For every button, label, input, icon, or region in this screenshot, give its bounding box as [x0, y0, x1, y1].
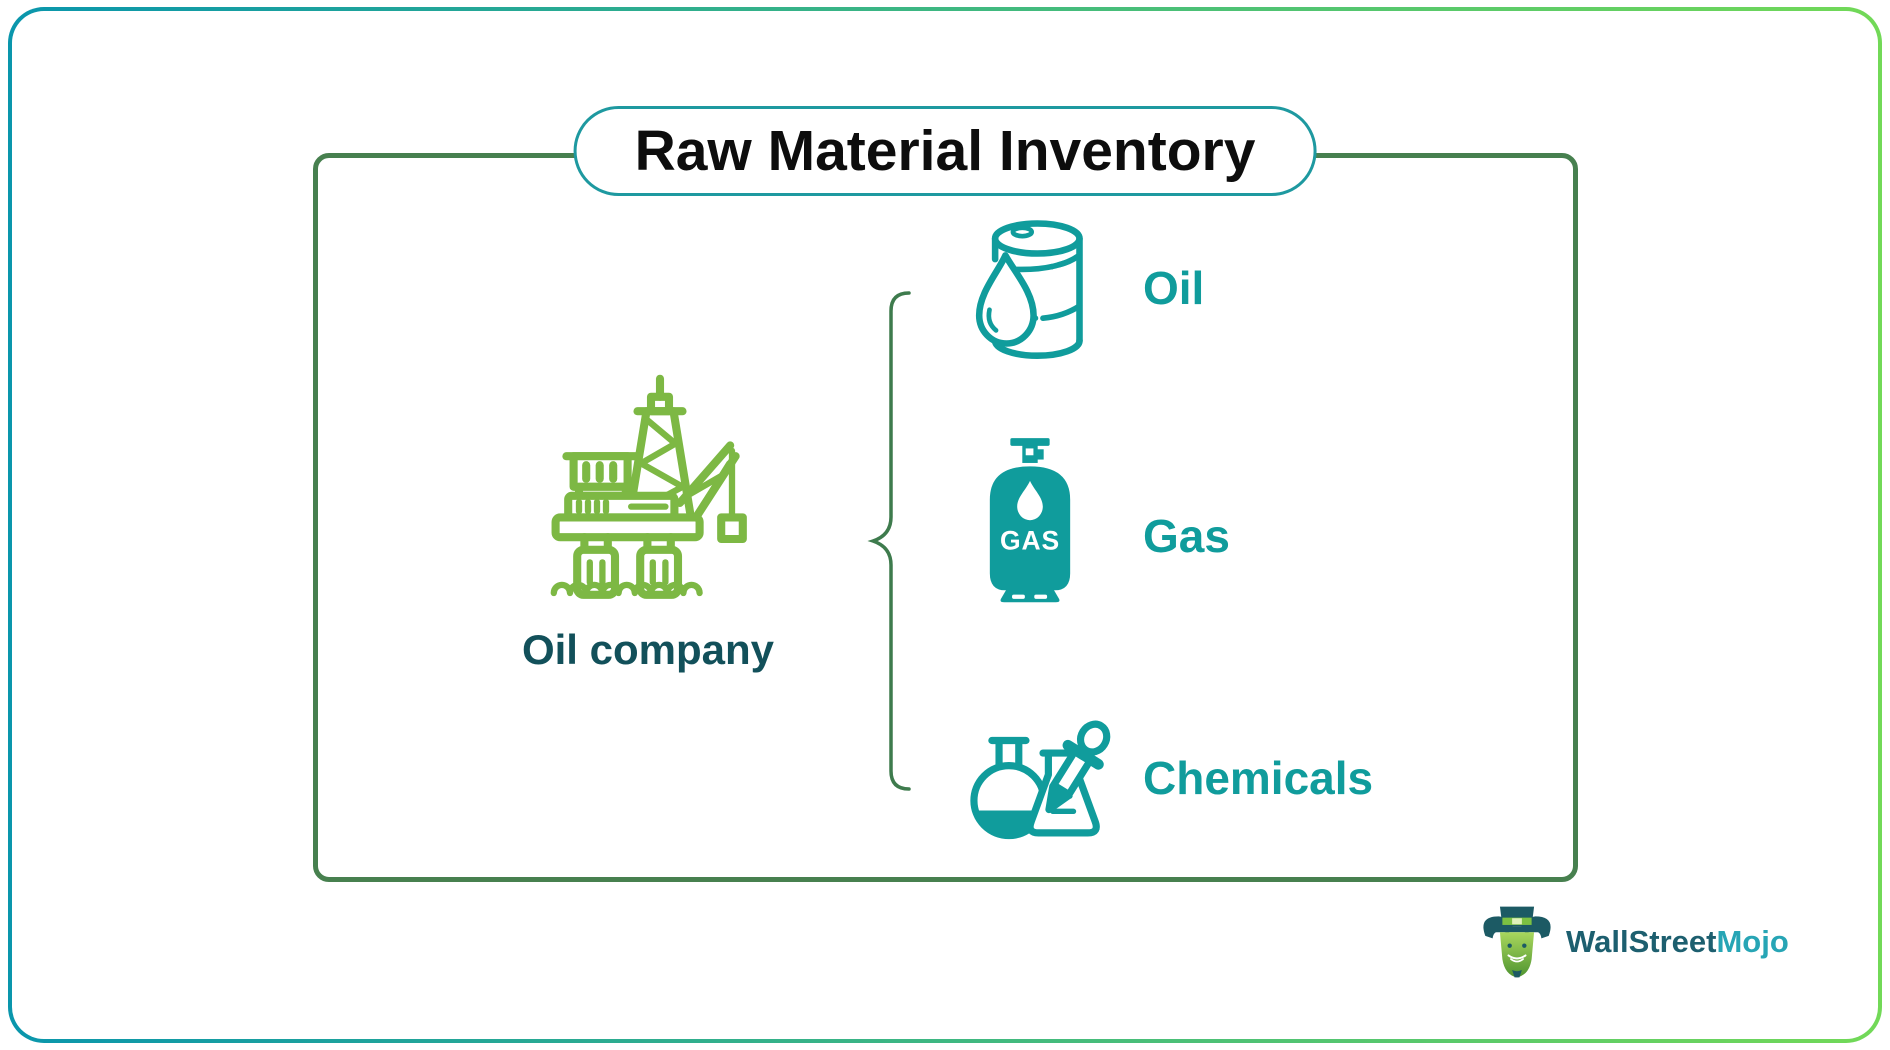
material-label-chemicals: Chemicals	[1143, 752, 1374, 804]
title-pill: Raw Material Inventory	[573, 106, 1317, 196]
oil-barrel-icon	[975, 220, 1083, 359]
wallstreetmojo-wordmark: WallStreetMojo	[1566, 924, 1789, 960]
material-label-gas: Gas	[1143, 510, 1230, 562]
curly-brace	[867, 291, 911, 791]
oil-company-label: Oil company	[521, 626, 775, 673]
gas-icon-text: GAS	[1000, 525, 1060, 555]
oil-rig-icon	[550, 374, 747, 599]
material-label-oil: Oil	[1143, 262, 1205, 314]
logo-text-primary: WallStreet	[1566, 924, 1717, 959]
page-title: Raw Material Inventory	[634, 119, 1256, 183]
wallstreetmojo-logo: WallStreetMojo	[1478, 901, 1789, 983]
gas-cylinder-icon: GAS	[989, 438, 1071, 603]
chemistry-flasks-icon	[970, 720, 1111, 840]
logo-text-accent: Mojo	[1716, 924, 1789, 959]
content-box	[313, 153, 1578, 882]
wallstreetmojo-bull-icon	[1483, 906, 1551, 978]
